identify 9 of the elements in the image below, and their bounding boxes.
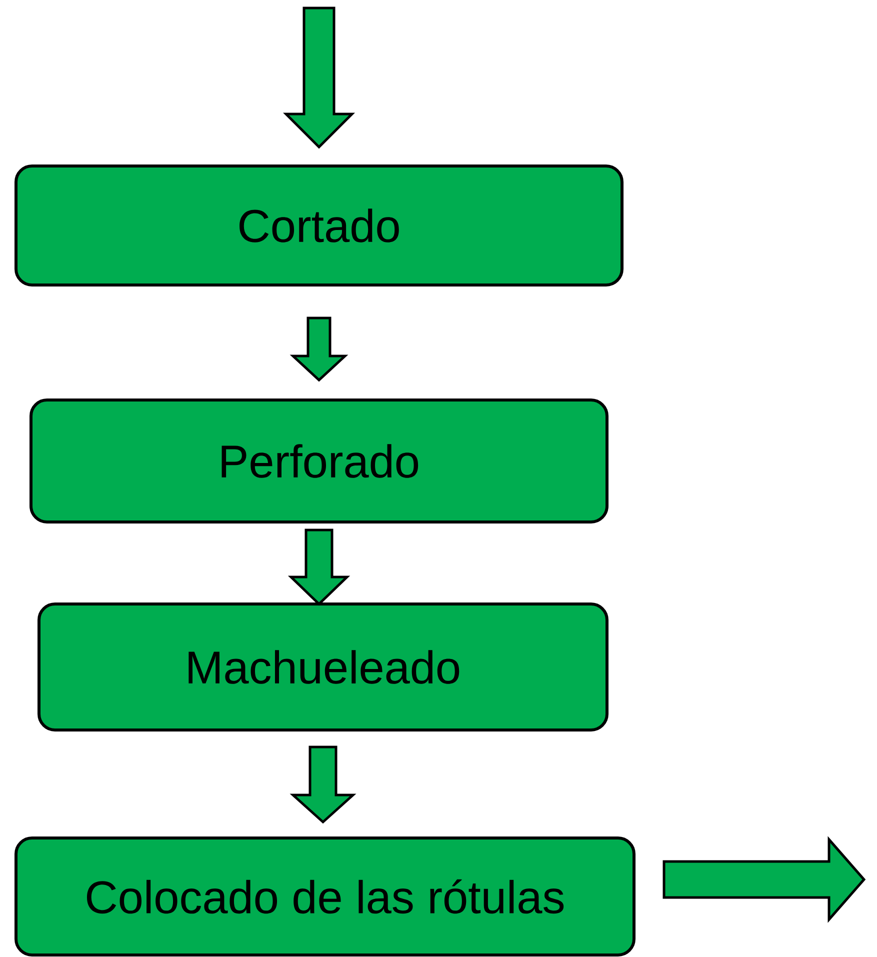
block-arrow xyxy=(662,836,866,923)
process-box: Colocado de las rótulas xyxy=(14,836,636,956)
process-box: Machueleado xyxy=(38,602,608,732)
block-arrow xyxy=(290,316,348,382)
block-arrow xyxy=(290,746,356,824)
process-box: Cortado xyxy=(14,164,624,286)
block-arrow xyxy=(282,6,356,149)
block-arrow xyxy=(288,528,350,606)
process-box: Perforado xyxy=(30,398,608,524)
